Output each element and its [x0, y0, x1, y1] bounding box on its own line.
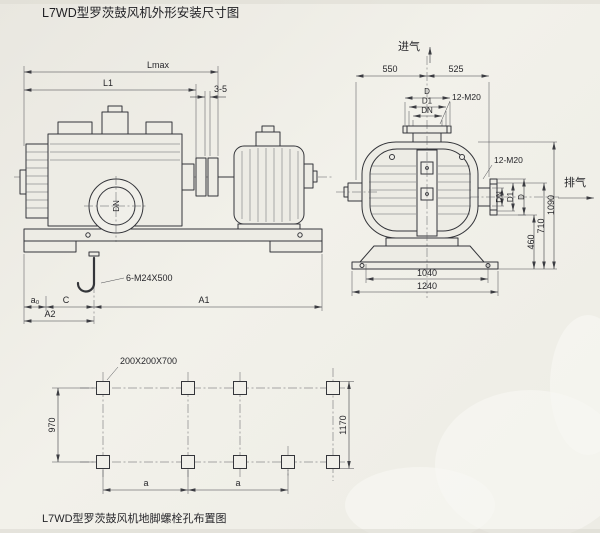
motor-fins [241, 148, 299, 222]
dim-1040: 1040 [417, 268, 437, 278]
dim-dn-right: DN [495, 191, 504, 203]
page-title: L7WD型罗茨鼓风机外形安装尺寸图 [42, 5, 239, 20]
foundation-view: 200X200X700 970 [47, 356, 354, 494]
dim-d-right: D [517, 194, 526, 200]
bolt-hole [181, 381, 195, 395]
base-bolt-hole [297, 232, 303, 238]
anchor-bolt-label: 6-M24X500 [126, 273, 173, 283]
bolt-hole [326, 455, 340, 469]
dim-a0: a₀ [31, 295, 40, 305]
dim-c: C [63, 295, 70, 305]
dim-970: 970 [47, 417, 57, 432]
bolt-note-side: 12-M20 [494, 155, 523, 165]
foundation-dimensions: 970 1170 a a [47, 381, 354, 494]
j-hook [76, 256, 96, 293]
end-view: 进气 550 525 D D1 DN 12-M20 [336, 39, 594, 298]
drive-shaft-end [19, 169, 27, 195]
intake-label: 进气 [398, 39, 420, 53]
dim-d1-top: D1 [422, 97, 433, 106]
silencer [145, 121, 173, 135]
bearing-housing [181, 163, 195, 191]
dim-1090: 1090 [546, 195, 556, 215]
dim-460: 460 [526, 234, 536, 249]
dim-d1-right: D1 [506, 191, 515, 202]
casing-fins [369, 165, 471, 215]
dim-a-left: a [143, 478, 148, 488]
dim-a2: A2 [44, 309, 55, 319]
dim-525: 525 [448, 64, 463, 74]
blower-unit: DN [19, 105, 195, 242]
base-bolt-hole [85, 232, 91, 238]
dim-coupling-gap: 3-5 [214, 84, 227, 94]
dim-1240: 1240 [417, 281, 437, 291]
gearbox-ribs [26, 151, 48, 209]
bolt-hole [281, 455, 295, 469]
dim-1170: 1170 [338, 415, 348, 434]
foundation-centerlines [80, 368, 352, 481]
anchor-bolt: 6-M24X500 [76, 251, 173, 324]
end-view-dimensions-right: DN D1 D 460 710 1090 排气 [478, 141, 594, 270]
flange-dn-label: DN [112, 200, 121, 212]
base-frame [23, 228, 323, 253]
bolt-hole [96, 455, 110, 469]
dim-l1: L1 [103, 78, 113, 88]
hole-size-note: 200X200X700 [120, 356, 177, 366]
coupling [195, 157, 235, 197]
motor [233, 125, 318, 230]
casing-ribs [50, 143, 180, 161]
end-view-dimensions-bottom: 1040 1240 [351, 264, 499, 296]
foundation-title: L7WD型罗茨鼓风机地脚螺栓孔布置图 [42, 511, 227, 525]
dim-a-right: a [235, 478, 240, 488]
motor-feet [237, 223, 301, 230]
bolt-hole [233, 381, 247, 395]
exhaust-label: 排气 [564, 175, 586, 189]
base-bolt-hole [359, 263, 365, 268]
bolt-note-top: 12-M20 [452, 92, 481, 102]
dim-lmax: Lmax [147, 60, 170, 70]
side-view: DN Lmax L1 3-5 6-M24X500 [14, 60, 332, 324]
casing-bolt [389, 154, 395, 160]
silencer [57, 121, 93, 135]
side-view-dimensions-bottom: a₀ C A1 A2 [23, 254, 323, 324]
bolt-hole [233, 455, 247, 469]
bolt-hole [326, 381, 340, 395]
casing-bolt [459, 154, 465, 160]
bolt-holes [96, 381, 340, 469]
dim-710: 710 [536, 218, 546, 233]
dim-550: 550 [382, 64, 397, 74]
side-view-dimensions-top: Lmax L1 3-5 [23, 60, 227, 158]
bolt-hole [96, 381, 110, 395]
end-casing: 12-M20 [336, 125, 560, 239]
motor-shaft-end [303, 163, 314, 189]
valve-housing [101, 111, 129, 135]
gearbox-cover [25, 143, 49, 219]
dim-a1: A1 [198, 295, 209, 305]
end-base [351, 237, 499, 270]
bolt-hole [181, 455, 195, 469]
